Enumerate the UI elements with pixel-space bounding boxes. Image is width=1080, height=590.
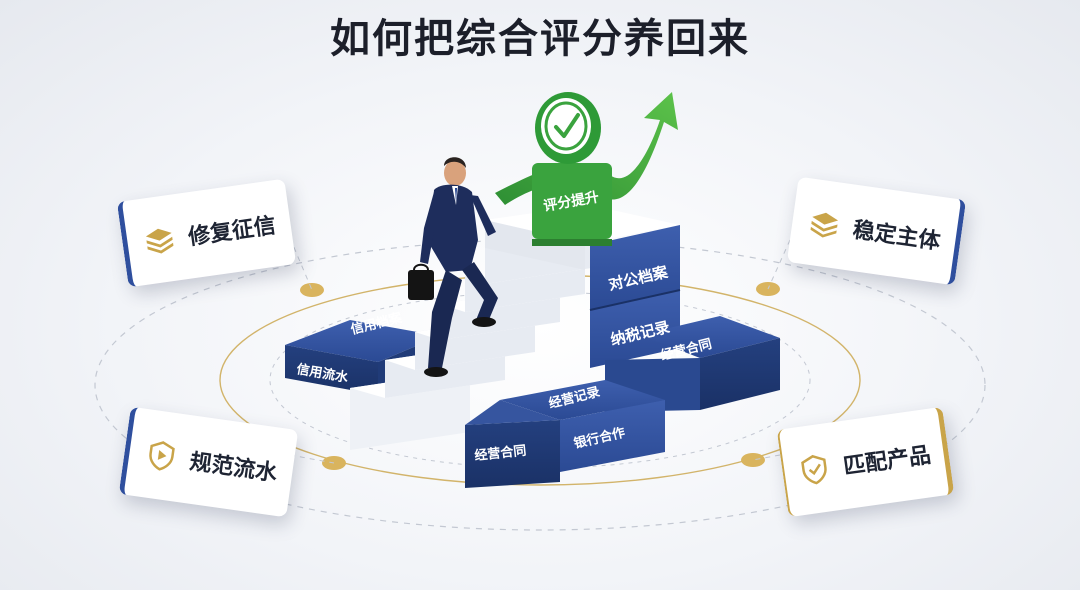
block-front xyxy=(465,380,665,488)
card-stabilize-entity: 稳定主体 xyxy=(786,176,967,286)
block-label-biz-contract-front: 经营合同 xyxy=(474,443,527,464)
stack-icon xyxy=(805,204,843,242)
block-right-tower xyxy=(589,225,681,368)
check-badge-icon xyxy=(535,92,601,164)
businessman-figure xyxy=(408,157,498,377)
card-repair-credit: 修复征信 xyxy=(116,178,297,288)
card-match-product: 匹配产品 xyxy=(776,406,955,518)
shield-play-icon xyxy=(142,436,180,474)
card-label: 匹配产品 xyxy=(841,442,933,480)
connector-lines xyxy=(289,237,791,464)
card-label: 稳定主体 xyxy=(851,217,942,255)
card-standardize-flow: 规范流水 xyxy=(118,406,299,518)
stack-icon xyxy=(140,220,178,258)
page-title: 如何把综合评分养回来 xyxy=(330,16,750,62)
card-label: 规范流水 xyxy=(188,449,279,487)
card-label: 修复征信 xyxy=(186,213,278,251)
score-badge: 评分提升 xyxy=(532,163,612,246)
shield-check-icon xyxy=(795,450,833,488)
